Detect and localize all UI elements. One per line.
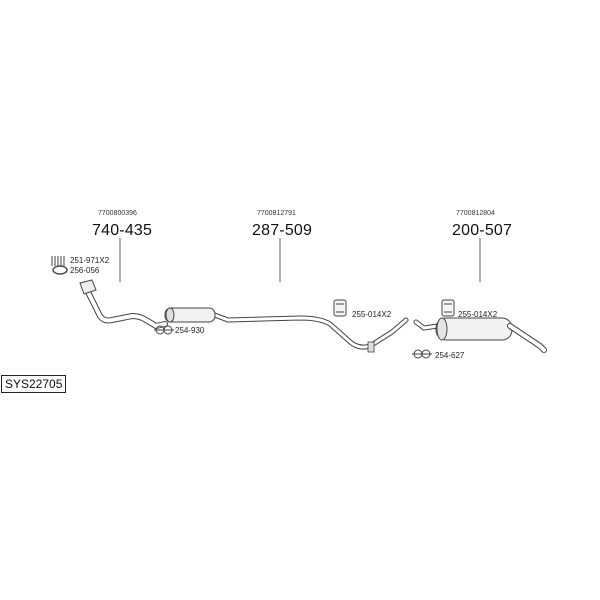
spring-label: 251-971X2 bbox=[70, 256, 110, 265]
part-number: 287-509 bbox=[252, 222, 313, 239]
clamp-icon bbox=[154, 325, 174, 335]
system-code-label: SYS22705 bbox=[1, 375, 67, 393]
middle-pipe bbox=[164, 307, 409, 353]
rubber-mount-icon bbox=[333, 299, 347, 317]
ring-label: 256-056 bbox=[70, 266, 100, 275]
mount-label: 255-014X2 bbox=[352, 310, 392, 319]
mount-label: 255-014X2 bbox=[458, 310, 498, 319]
middle-silencer bbox=[164, 307, 216, 323]
rubber-mount-icon bbox=[441, 299, 455, 317]
ring-gasket-icon bbox=[52, 265, 68, 275]
front-pipe bbox=[79, 279, 168, 329]
clamp-icon bbox=[412, 349, 432, 359]
oem-number: 7700812804 bbox=[456, 210, 495, 217]
spring-icon bbox=[51, 256, 65, 266]
oem-number: 7700800396 bbox=[98, 210, 137, 217]
rear-silencer bbox=[413, 317, 547, 353]
oem-number: 7700812791 bbox=[257, 210, 296, 217]
clamp-label: 254-627 bbox=[435, 351, 465, 360]
part-number: 740-435 bbox=[92, 222, 153, 239]
clamp-label: 254-930 bbox=[175, 326, 205, 335]
part-number: 200-507 bbox=[452, 222, 513, 239]
